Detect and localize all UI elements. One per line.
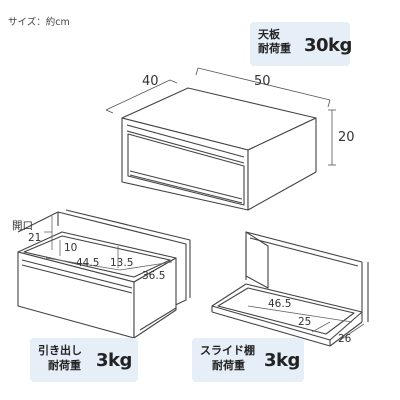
slide-shelf-load-label-2: 耐荷重 [212,359,245,372]
drawer-load-label-1: 引き出し [38,344,82,357]
drawer-inner-depth: 36.5 [142,270,166,282]
drawer-inner-width: 44.5 [76,257,100,269]
top-load-callout: 天板 耐荷重 30kg [250,22,352,66]
drawer-inner-side: 13.5 [110,257,134,269]
cabinet-width-label: 50 [254,74,271,89]
cabinet-height-label: 20 [338,130,355,145]
cabinet-drawing [105,67,336,211]
drawer-opening-height: 21 [28,232,42,244]
slide-shelf-depth: 25 [298,316,312,328]
drawer-load-value: 3kg [96,350,132,371]
slide-shelf-width: 46.5 [268,298,292,310]
slide-shelf-load-callout: スライド棚 耐荷重 3kg [192,338,304,382]
slide-shelf-outer-depth: 26 [338,333,352,345]
slide-shelf-drawing [211,231,369,347]
size-unit-note: サイズ：約cm [8,17,70,28]
top-load-value: 30kg [304,35,352,56]
drawer-load-callout: 引き出し 耐荷重 3kg [30,338,138,382]
drawer-opening-label: 開口 [12,220,33,232]
slide-shelf-load-label-1: スライド棚 [200,344,255,357]
drawer-inner-height: 10 [64,242,78,254]
top-load-label-1: 天板 [258,28,280,41]
drawer-load-label-2: 耐荷重 [48,359,81,372]
slide-shelf-load-value: 3kg [264,350,300,371]
cabinet-depth-label: 40 [142,74,159,89]
top-load-label-2: 耐荷重 [258,42,291,55]
